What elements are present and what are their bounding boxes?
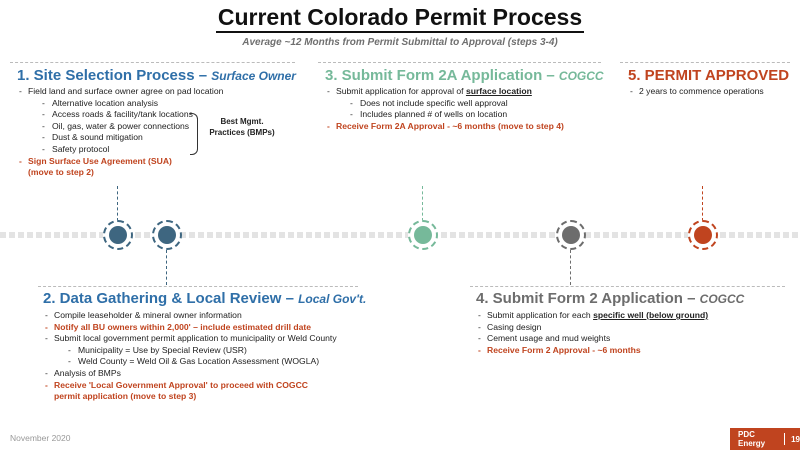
connector-line [422, 186, 423, 221]
footer-divider [470, 286, 785, 287]
list-item: Does not include specific well approval [336, 98, 615, 110]
list-item: Oil, gas, water & power connections [28, 121, 317, 133]
list-item-text: Submit local government permit applicati… [54, 333, 337, 344]
header-divider [620, 62, 790, 63]
list-item: Safety protocol [28, 144, 317, 156]
list-item: Analysis of BMPs [43, 368, 423, 380]
timeline-track [0, 232, 800, 238]
list-item: Access roads & facility/tank locations [28, 109, 317, 121]
action-text: Sign Surface Use Agreement (SUA) [28, 155, 172, 166]
list-item-action: Sign Surface Use Agreement (SUA) (move t… [17, 156, 317, 179]
step-2-marker-dot [158, 226, 176, 244]
page-title-text: Current Colorado Permit Process [215, 4, 585, 33]
step-3-panel: 3. Submit Form 2A Application – COGCC Su… [325, 67, 615, 132]
connector-line [702, 186, 703, 221]
brand-badge: PDC Energy 19 [730, 428, 800, 450]
connector-line [117, 186, 118, 221]
footer-date: November 2020 [10, 433, 71, 443]
step-3-sublist: Does not include specific well approval … [336, 98, 615, 121]
list-item: Compile leaseholder & mineral owner info… [43, 310, 423, 322]
header-divider [318, 62, 601, 63]
list-item-action: Receive 'Local Government Approval' to p… [43, 380, 423, 403]
step-3-heading-text: 3. Submit Form 2A Application – [325, 67, 555, 84]
step-2-marker [152, 220, 182, 250]
page-number: 19 [791, 434, 800, 444]
list-item: Includes planned # of wells on location [336, 109, 615, 121]
step-4-list: Submit application for each specific wel… [476, 310, 791, 356]
step-1-marker [103, 220, 133, 250]
list-item: Municipality = Use by Special Review (US… [54, 345, 423, 357]
header-divider [10, 62, 295, 63]
list-item: Dust & sound mitigation [28, 132, 317, 144]
step-3-heading: 3. Submit Form 2A Application – COGCC [325, 67, 615, 84]
step-1-sublist: Alternative location analysis Access roa… [28, 98, 317, 156]
action-text: Receive 'Local Government Approval' to p… [54, 379, 308, 390]
step-4-heading-text: 4. Submit Form 2 Application – [476, 290, 696, 307]
list-item: Cement usage and mud weights [476, 333, 791, 345]
list-item: Alternative location analysis [28, 98, 317, 110]
action-text: (move to step 2) [28, 167, 94, 178]
list-item: Casing design [476, 322, 791, 334]
step-5-panel: 5. PERMIT APPROVED 2 years to commence o… [628, 67, 798, 98]
connector-line [570, 250, 571, 285]
list-item-action: Notify all BU owners within 2,000' – inc… [43, 322, 423, 334]
connector-line [166, 250, 167, 285]
step-1-panel: 1. Site Selection Process – Surface Owne… [17, 67, 317, 179]
list-item-text: Submit application for approval of [336, 86, 464, 96]
step-4-marker [556, 220, 586, 250]
list-item-emphasis: surface location [465, 86, 532, 96]
list-item-text: Field land and surface owner agree on pa… [28, 86, 224, 96]
list-item: Submit application for approval of surfa… [325, 86, 615, 121]
list-item-text: Submit application for each [487, 310, 591, 320]
step-4-panel: 4. Submit Form 2 Application – COGCC Sub… [476, 290, 791, 356]
bmp-brace [190, 113, 198, 155]
page-title: Current Colorado Permit Process [0, 4, 800, 33]
step-2-heading-text: 2. Data Gathering & Local Review – [43, 290, 294, 307]
list-item-emphasis: specific well (below ground) [593, 310, 709, 320]
step-5-marker-dot [694, 226, 712, 244]
bmp-label: Best Mgmt. Practices (BMPs) [209, 117, 275, 137]
list-item-action: Receive Form 2A Approval - ~6 months (mo… [325, 121, 615, 133]
brand-name: PDC Energy [738, 430, 766, 448]
step-4-heading: 4. Submit Form 2 Application – COGCC [476, 290, 791, 307]
step-3-list: Submit application for approval of surfa… [325, 86, 615, 132]
step-2-heading-sub: Local Gov't. [298, 292, 367, 306]
step-1-heading-sub: Surface Owner [211, 69, 296, 83]
list-item: Submit application for each specific wel… [476, 310, 791, 322]
step-2-sublist: Municipality = Use by Special Review (US… [54, 345, 423, 368]
step-3-heading-sub: COGCC [558, 69, 604, 83]
step-1-list: Field land and surface owner agree on pa… [17, 86, 317, 179]
step-5-heading: 5. PERMIT APPROVED [628, 67, 790, 84]
footer-divider [38, 286, 358, 287]
step-1-heading: 1. Site Selection Process – Surface Owne… [17, 67, 317, 84]
step-4-heading-sub: COGCC [699, 292, 745, 306]
step-2-heading: 2. Data Gathering & Local Review – Local… [43, 290, 423, 307]
list-item-action: Receive Form 2 Approval - ~6 months [476, 345, 791, 357]
list-item: Submit local government permit applicati… [43, 333, 423, 368]
step-2-list: Compile leaseholder & mineral owner info… [43, 310, 423, 403]
step-3-marker-dot [414, 226, 432, 244]
action-text: permit application (move to step 3) [54, 391, 197, 402]
list-item: Field land and surface owner agree on pa… [17, 86, 317, 156]
page-subtitle: Average ~12 Months from Permit Submittal… [242, 37, 558, 48]
step-5-marker [688, 220, 718, 250]
list-item: 2 years to commence operations [628, 86, 798, 98]
step-5-list: 2 years to commence operations [628, 86, 798, 98]
list-item: Weld County = Weld Oil & Gas Location As… [54, 356, 423, 368]
step-1-marker-dot [109, 226, 127, 244]
step-1-heading-text: 1. Site Selection Process – [17, 67, 208, 84]
brand-separator [784, 433, 786, 445]
step-2-panel: 2. Data Gathering & Local Review – Local… [43, 290, 423, 403]
step-3-marker [408, 220, 438, 250]
step-4-marker-dot [562, 226, 580, 244]
